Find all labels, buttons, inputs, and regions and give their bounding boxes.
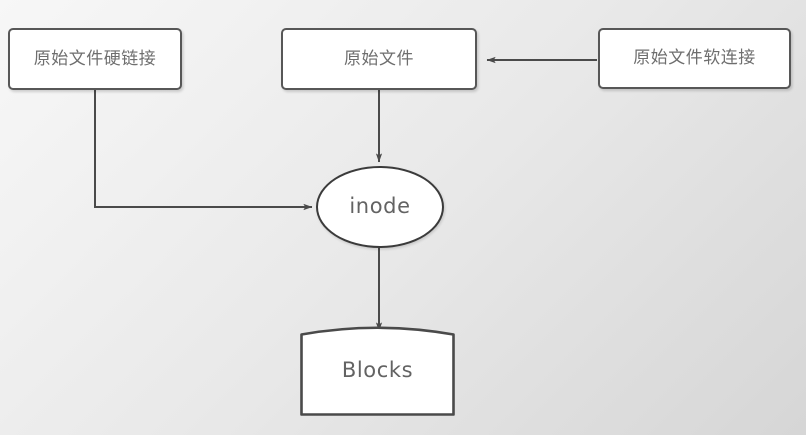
node-hardlink[interactable]: 原始文件硬链接	[8, 28, 182, 90]
node-softlink[interactable]: 原始文件软连接	[598, 28, 791, 89]
node-blocks-label: Blocks	[341, 358, 414, 383]
node-original-file-label: 原始文件	[344, 48, 414, 69]
node-blocks[interactable]: Blocks	[299, 325, 456, 417]
node-softlink-label: 原始文件软连接	[633, 48, 756, 69]
node-hardlink-label: 原始文件硬链接	[33, 48, 157, 69]
node-blocks-label-wrap: Blocks	[299, 358, 456, 383]
node-original-file[interactable]: 原始文件	[281, 28, 477, 90]
node-inode[interactable]: inode	[316, 166, 444, 248]
blocks-shape-outline	[300, 326, 455, 416]
edge-hardlink-to-inode	[94, 90, 313, 211]
node-inode-label: inode	[349, 194, 411, 219]
